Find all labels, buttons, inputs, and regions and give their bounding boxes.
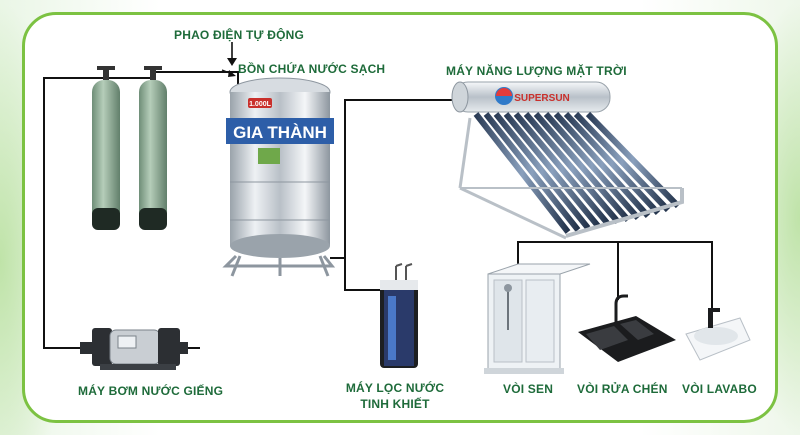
label-float-switch: PHAO ĐIỆN TỰ ĐỘNG bbox=[174, 28, 305, 42]
label-water-purifier-line2: TINH KHIẾT bbox=[360, 397, 430, 411]
label-lavabo-faucet: VÒI LAVABO bbox=[682, 382, 757, 396]
vacuum-tubes bbox=[473, 111, 681, 234]
label-shower: VÒI SEN bbox=[503, 382, 554, 396]
pipe-filters-to-tank bbox=[152, 71, 239, 84]
solar-water-heater: SUPERSUN bbox=[451, 81, 684, 240]
well-pump bbox=[80, 328, 188, 370]
tank-capacity: 1.000L bbox=[249, 101, 272, 108]
solar-brand: SUPERSUN bbox=[514, 93, 570, 104]
label-clean-water-tank: BỒN CHỨA NƯỚC SẠCH bbox=[238, 62, 386, 76]
lavabo-basin bbox=[685, 308, 751, 361]
label-solar-heater: MÁY NĂNG LƯỢNG MẶT TRỜI bbox=[446, 64, 627, 78]
shower-cabin bbox=[484, 263, 591, 374]
filter-tank-2 bbox=[139, 66, 167, 230]
tank-brand: GIA THÀNH bbox=[233, 123, 327, 142]
kitchen-sink bbox=[578, 294, 676, 362]
water-purifier bbox=[380, 263, 418, 368]
label-kitchen-faucet: VÒI RỬA CHÉN bbox=[577, 382, 668, 396]
pipe-pump-to-filters bbox=[43, 77, 104, 349]
label-water-purifier: MÁY LỌC NƯỚC TINH KHIẾT bbox=[340, 380, 450, 412]
filter-tank-1 bbox=[92, 66, 120, 230]
label-water-purifier-line1: MÁY LỌC NƯỚC bbox=[345, 381, 445, 395]
pipe-tank-to-purifier bbox=[344, 180, 380, 291]
pipe-tank-to-solar bbox=[330, 99, 462, 259]
float-switch-arrow bbox=[221, 42, 237, 77]
pipe-solar-to-fixtures bbox=[517, 241, 713, 312]
label-well-pump: MÁY BƠM NƯỚC GIẾNG bbox=[78, 384, 224, 398]
stainless-water-tank: 1.000L GIA THÀNH bbox=[222, 77, 336, 277]
